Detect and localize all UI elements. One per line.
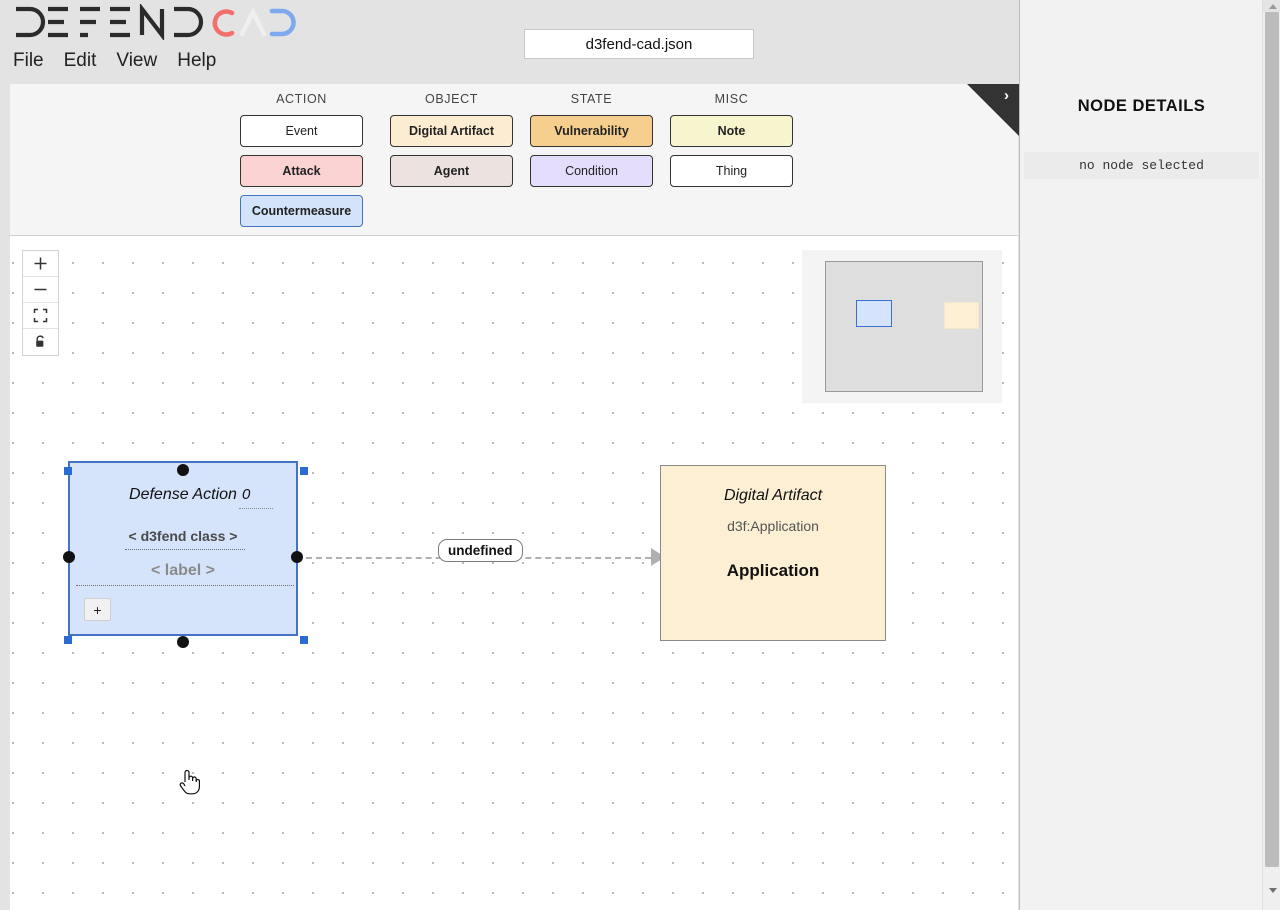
node-type-title: Defense Action (70, 486, 296, 504)
node-label-underline (76, 585, 294, 586)
node-index-value[interactable]: 0 (242, 486, 250, 503)
resize-handle-top-left[interactable] (64, 467, 72, 475)
minimap-node-digital-artifact (944, 302, 979, 329)
connection-handle-bottom[interactable] (177, 636, 189, 648)
palette-button-agent[interactable]: Agent (390, 155, 513, 187)
palette-button-thing[interactable]: Thing (670, 155, 793, 187)
menu-item-help[interactable]: Help (176, 50, 217, 72)
palette-group-action: ACTION Event Attack Countermeasure (240, 92, 363, 235)
node-details-title: NODE DETAILS (1020, 97, 1263, 116)
shape-palette: ACTION Event Attack Countermeasure OBJEC… (10, 84, 1018, 236)
menu-bar: File Edit View Help (12, 50, 217, 72)
palette-button-vulnerability[interactable]: Vulnerability (530, 115, 653, 147)
palette-group-state: STATE Vulnerability Condition (530, 92, 653, 195)
menu-item-file[interactable]: File (12, 50, 45, 72)
canvas-node-defense-action[interactable]: Defense Action 0 < d3fend class > < labe… (68, 461, 298, 636)
artifact-type-title: Digital Artifact (661, 487, 885, 505)
palette-group-object: OBJECT Digital Artifact Agent (390, 92, 513, 195)
minus-icon (33, 282, 48, 297)
canvas-node-digital-artifact[interactable]: Digital Artifact d3f:Application Applica… (660, 465, 886, 641)
filename-field-wrapper (524, 29, 754, 59)
palette-button-attack[interactable]: Attack (240, 155, 363, 187)
zoom-in-button[interactable] (23, 251, 58, 277)
menu-item-edit[interactable]: Edit (63, 50, 98, 72)
edge-label[interactable]: undefined (438, 539, 523, 562)
sidebar-toggle-triangle (967, 84, 1019, 136)
palette-heading-action: ACTION (240, 92, 363, 106)
logo-svg (10, 4, 320, 40)
node-label-field[interactable]: < label > (70, 562, 296, 580)
palette-heading-state: STATE (530, 92, 653, 106)
node-add-property-button[interactable]: + (84, 598, 111, 621)
diagram-canvas[interactable]: undefined Defense Action 0 < d3fend clas… (10, 236, 1018, 910)
node-index-underline (239, 508, 273, 509)
minimap-node-countermeasure (856, 300, 892, 327)
resize-handle-bottom-left[interactable] (64, 636, 72, 644)
resize-handle-bottom-right[interactable] (300, 636, 308, 644)
connection-handle-right[interactable] (291, 551, 303, 563)
mouse-cursor-pointing-hand-icon (178, 767, 200, 795)
palette-button-countermeasure[interactable]: Countermeasure (240, 195, 363, 227)
page-scrollbar[interactable] (1262, 0, 1280, 910)
scroll-down-arrow-icon[interactable] (1269, 888, 1277, 893)
plus-icon (33, 256, 48, 271)
connection-handle-left[interactable] (63, 551, 75, 563)
chevron-right-icon: › (1004, 87, 1009, 104)
resize-handle-top-right[interactable] (300, 467, 308, 475)
palette-button-note[interactable]: Note (670, 115, 793, 147)
canvas-minimap[interactable] (802, 250, 1002, 403)
palette-heading-object: OBJECT (390, 92, 513, 106)
filename-input[interactable] (524, 29, 754, 59)
palette-button-condition[interactable]: Condition (530, 155, 653, 187)
toggle-lock-button[interactable] (23, 329, 58, 355)
connection-handle-top[interactable] (177, 464, 189, 476)
fit-view-button[interactable] (23, 303, 58, 329)
canvas-zoom-controls (22, 250, 59, 356)
app-logo (10, 4, 320, 40)
artifact-class-uri: d3f:Application (661, 518, 885, 534)
node-details-panel: NODE DETAILS no node selected (1019, 0, 1262, 910)
fit-screen-icon (33, 308, 48, 323)
sidebar-toggle-button[interactable]: › (967, 84, 1019, 136)
artifact-label: Application (661, 561, 885, 581)
minimap-viewport[interactable] (825, 261, 983, 392)
scrollbar-thumb[interactable] (1265, 12, 1279, 867)
palette-group-misc: MISC Note Thing (670, 92, 793, 195)
palette-heading-misc: MISC (670, 92, 793, 106)
palette-button-digital-artifact[interactable]: Digital Artifact (390, 115, 513, 147)
lock-open-icon (33, 334, 48, 350)
node-details-empty-message: no node selected (1024, 152, 1259, 179)
palette-button-event[interactable]: Event (240, 115, 363, 147)
menu-item-view[interactable]: View (115, 50, 158, 72)
node-class-field[interactable]: < d3fend class > (70, 528, 296, 544)
zoom-out-button[interactable] (23, 277, 58, 303)
scroll-up-arrow-icon[interactable] (1269, 4, 1277, 9)
node-class-underline (125, 549, 245, 550)
